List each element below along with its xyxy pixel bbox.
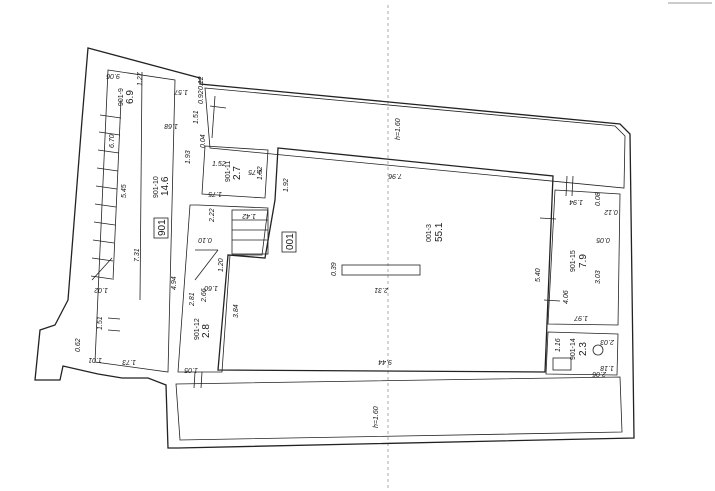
dim-label: 1.42 <box>242 212 256 219</box>
dim-label: 2.66 <box>201 288 208 303</box>
room-label-001-3: 001-3 55.1 <box>426 222 445 242</box>
dim-label: 1.75 <box>248 168 262 175</box>
dim-label: 5.40 <box>535 268 542 282</box>
dim-label: 2.03 <box>600 338 615 345</box>
room-901-12 <box>177 204 269 373</box>
room-901-15 <box>547 189 621 326</box>
height-lower: h=1.60 <box>373 406 380 428</box>
block-tag-001: 001 <box>281 231 297 253</box>
room-id: 901-10 <box>153 176 160 198</box>
room-label-901-11: 901-11 2.7 <box>225 161 243 182</box>
dim-label: 1.68 <box>164 122 178 129</box>
dim-label: 9.06 <box>106 72 120 79</box>
room-id: 901-12 <box>194 318 201 340</box>
dim-label: 1.60 <box>204 284 218 291</box>
dim-label: 1.51 <box>97 316 104 330</box>
dim-label: 7.31 <box>134 248 141 262</box>
dim-label: 2.22 <box>209 208 216 223</box>
svg-text:001: 001 <box>285 233 296 250</box>
svg-text:901: 901 <box>157 219 168 236</box>
dim-label: 1.18 <box>600 364 614 371</box>
dim-label: 0.12 <box>604 208 618 215</box>
dim-label: 1.94 <box>569 198 583 205</box>
height-upper: h=1.60 <box>395 118 402 140</box>
dim-label: 1.52 <box>212 161 226 168</box>
dim-label: 2.06 <box>592 370 607 377</box>
room-id: 001-3 <box>426 224 433 242</box>
room-901-14 <box>545 331 619 376</box>
dim-label: 9.44 <box>378 358 392 365</box>
dim-label: 3.84 <box>233 304 240 318</box>
room-id: 901-15 <box>570 250 577 272</box>
lower-corridor <box>175 376 623 441</box>
sink-icon <box>552 357 572 371</box>
dim-label: 0.92 <box>198 90 205 104</box>
dim-label: 1.97 <box>573 314 588 321</box>
dim-label: 0.62 <box>75 338 82 352</box>
upper-corridor <box>204 87 626 189</box>
dim-label: 0.39 <box>331 262 338 276</box>
dim-label: 1.75 <box>208 190 222 197</box>
dim-label: 5.45 <box>121 184 128 198</box>
dim-label: 1.93 <box>185 150 192 164</box>
room-901-10 <box>94 69 176 373</box>
dim-label: 0.08 <box>595 192 602 206</box>
room-label-901-14: 901-14 2.3 <box>570 338 589 360</box>
staircase <box>90 99 122 281</box>
room-area: 2.3 <box>578 342 589 356</box>
dim-label: 0.04 <box>200 134 207 148</box>
room-area: 7.9 <box>578 254 589 268</box>
room-id: 901-9 <box>118 88 125 106</box>
dim-label: 1.05 <box>184 366 198 373</box>
column-rect <box>341 264 421 276</box>
room-area: 55.1 <box>434 222 445 242</box>
room-001-3 <box>217 147 554 373</box>
dim-label: 1.51 <box>193 110 200 124</box>
dim-label: 1.73 <box>122 358 136 365</box>
block-tag-901: 901 <box>153 217 169 239</box>
room-label-901-10: 901-10 14.6 <box>153 176 171 198</box>
dim-label: 1.92 <box>283 178 290 192</box>
dim-label: 3.03 <box>595 270 602 284</box>
room-901-11 <box>201 145 269 199</box>
room-label-901-15: 901-15 7.9 <box>570 250 589 272</box>
room-id: 901-14 <box>570 338 577 360</box>
room-area: 6.9 <box>125 90 136 104</box>
toilet-icon <box>592 344 604 356</box>
room-area: 14.6 <box>160 176 171 196</box>
dim-label: 0.10 <box>198 236 212 243</box>
dim-label: 1.57 <box>173 88 188 95</box>
dim-label: 1.16 <box>555 338 562 352</box>
dim-label: 4.94 <box>171 276 178 290</box>
dim-label: 0.05 <box>596 236 610 243</box>
dim-label: 1.27 <box>137 71 144 86</box>
room-label-901-9: 901-9 6.9 <box>118 88 136 106</box>
dim-label: 2.31 <box>374 286 389 293</box>
dim-label: 1.52 <box>257 166 264 180</box>
room-label-901-12: 901-12 2.8 <box>194 318 212 340</box>
door-marks <box>107 175 574 389</box>
dim-label: 6.70 <box>109 134 116 148</box>
dim-label: 0.12 <box>198 76 205 90</box>
room-id: 901-11 <box>225 161 232 182</box>
dim-label: 1.20 <box>218 258 225 272</box>
room-area: 2.8 <box>201 324 212 338</box>
outer-wall <box>34 47 635 449</box>
room-area: 2.7 <box>232 166 243 180</box>
dim-label: 7.96 <box>388 172 402 179</box>
dim-label: 4.06 <box>563 290 570 304</box>
dim-label: 1.01 <box>88 356 102 363</box>
small-staircase <box>194 209 269 281</box>
dim-label: 1.02 <box>94 286 108 293</box>
dimension-labels: 9.06 1.27 1.57 0.12 0.92 1.51 1.68 0.04 … <box>75 71 618 377</box>
dim-label: 2.81 <box>189 292 196 307</box>
